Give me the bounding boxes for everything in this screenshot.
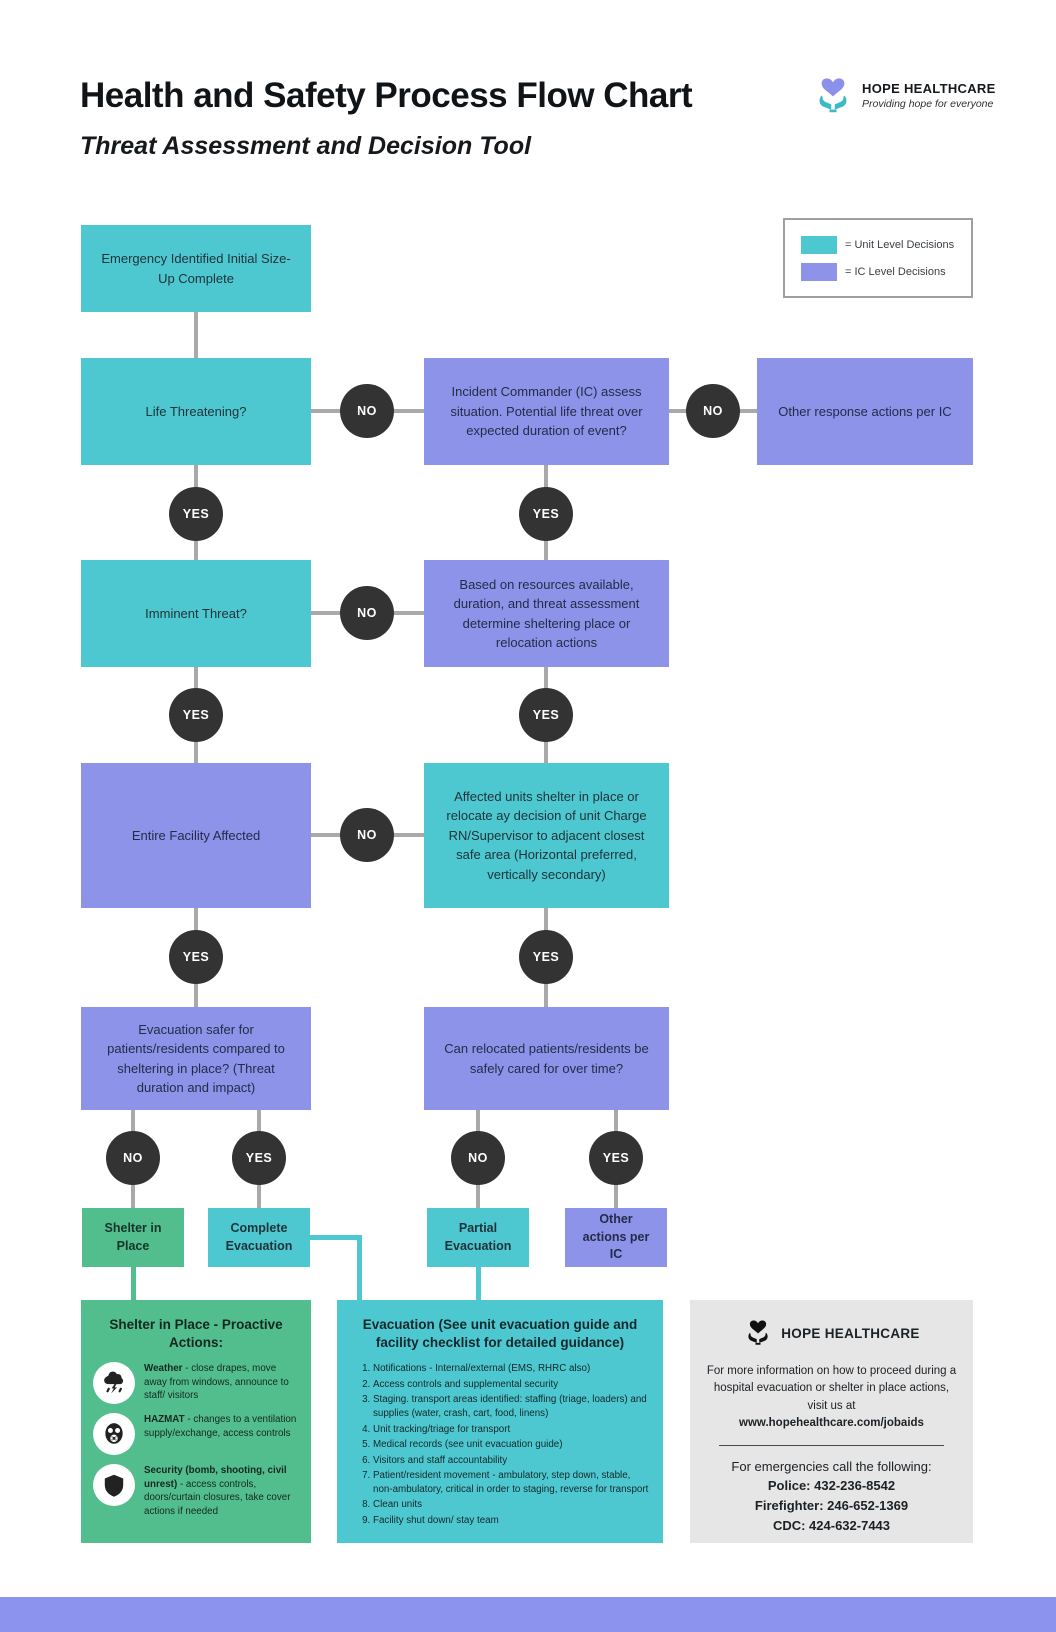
- page-subtitle: Threat Assessment and Decision Tool: [80, 132, 532, 160]
- node-ic-assess: Incident Commander (IC) assess situation…: [424, 358, 669, 465]
- brand-tagline: Providing hope for everyone: [862, 98, 994, 110]
- item-lead: HAZMAT: [144, 1414, 185, 1426]
- node-entire-facility: Entire Facility Affected: [81, 763, 311, 908]
- connector: [357, 1235, 362, 1300]
- info-panel: HOPE HEALTHCARE For more information on …: [690, 1300, 973, 1543]
- info-body-text: For more information on how to proceed d…: [706, 1365, 957, 1412]
- node-other-actions: Other actions per IC: [565, 1208, 667, 1267]
- evacuation-panel: Evacuation (See unit evacuation guide an…: [337, 1300, 663, 1543]
- footer-bar: [0, 1597, 1056, 1632]
- node-complete-evacuation: Complete Evacuation: [208, 1208, 310, 1267]
- yes-badge: YES: [169, 487, 223, 541]
- shelter-in-place-panel: Shelter in Place - Proactive Actions: We…: [81, 1300, 311, 1543]
- list-item: Visitors and staff accountability: [373, 1454, 649, 1468]
- yes-badge: YES: [519, 688, 573, 742]
- legend-item-unit-level: = Unit Level Decisions: [801, 235, 971, 254]
- node-affected-units: Affected units shelter in place or reloc…: [424, 763, 669, 908]
- brand-logo: HOPE HEALTHCARE Providing hope for every…: [812, 72, 996, 119]
- list-item: Security (bomb, shooting, civil unrest) …: [93, 1464, 299, 1518]
- info-link: www.hopehealthcare.com/jobaids: [739, 1416, 924, 1429]
- connector: [310, 1235, 362, 1240]
- yes-badge: YES: [169, 688, 223, 742]
- list-item: Clean units: [373, 1498, 649, 1512]
- contact-firefighter: Firefighter: 246-652-1369: [754, 1498, 909, 1514]
- node-other-response: Other response actions per IC: [757, 358, 973, 465]
- list-item: Patient/resident movement - ambulatory, …: [373, 1469, 649, 1496]
- heart-hands-icon: [812, 72, 854, 119]
- storm-cloud-icon: [93, 1362, 135, 1405]
- list-item: Access controls and supplemental securit…: [373, 1378, 649, 1392]
- item-text: - access controls, doors/curtain closure…: [144, 1478, 291, 1517]
- evacuation-steps-list: Notifications - Internal/external (EMS, …: [351, 1362, 649, 1527]
- item-lead: Security (bomb, shooting, civil unrest): [144, 1465, 287, 1490]
- list-item: Staging. transport areas identified: sta…: [373, 1393, 649, 1420]
- no-badge: NO: [340, 808, 394, 862]
- contact-cdc: CDC: 424-632-7443: [772, 1518, 891, 1534]
- list-item: Weather - close drapes, move away from w…: [93, 1362, 299, 1405]
- node-life-threatening: Life Threatening?: [81, 358, 311, 465]
- legend: = Unit Level Decisions = IC Level Decisi…: [783, 218, 973, 298]
- legend-label: = Unit Level Decisions: [845, 238, 955, 251]
- page-title: Health and Safety Process Flow Chart: [80, 76, 693, 115]
- contact-police: Police: 432-236-8542: [767, 1478, 896, 1493]
- node-based-on-resources: Based on resources available, duration, …: [424, 560, 669, 667]
- no-badge: NO: [451, 1131, 505, 1185]
- legend-label: = IC Level Decisions: [845, 265, 946, 278]
- evacuation-panel-title: Evacuation (See unit evacuation guide an…: [362, 1317, 638, 1351]
- item-lead: Weather: [144, 1363, 183, 1375]
- node-can-relocated: Can relocated patients/residents be safe…: [424, 1007, 669, 1110]
- connector: [131, 1267, 136, 1300]
- node-shelter-in-place: Shelter in Place: [82, 1208, 184, 1267]
- no-badge: NO: [340, 384, 394, 438]
- yes-badge: YES: [519, 930, 573, 984]
- list-item: Facility shut down/ stay team: [373, 1514, 649, 1528]
- heart-hands-icon: [743, 1316, 773, 1351]
- info-brand-name: HOPE HEALTHCARE: [781, 1326, 920, 1341]
- connector: [194, 312, 198, 358]
- divider: [719, 1445, 944, 1446]
- list-item: HAZMAT - changes to a ventilation supply…: [93, 1413, 299, 1456]
- node-partial-evacuation: Partial Evacuation: [427, 1208, 529, 1267]
- no-badge: NO: [106, 1131, 160, 1185]
- list-item: Notifications - Internal/external (EMS, …: [373, 1362, 649, 1376]
- yes-badge: YES: [589, 1131, 643, 1185]
- item-text: - changes to a ventilation supply/exchan…: [144, 1414, 297, 1439]
- node-imminent-threat: Imminent Threat?: [81, 560, 311, 667]
- info-panel-brand: HOPE HEALTHCARE: [704, 1316, 959, 1351]
- no-badge: NO: [686, 384, 740, 438]
- yes-badge: YES: [519, 487, 573, 541]
- node-evacuation-safer: Evacuation safer for patients/residents …: [81, 1007, 311, 1110]
- gas-mask-icon: [93, 1413, 135, 1456]
- shield-icon: [93, 1464, 135, 1507]
- node-start: Emergency Identified Initial Size-Up Com…: [81, 225, 311, 312]
- brand-name: HOPE HEALTHCARE: [862, 81, 996, 96]
- unit-level-swatch: [801, 235, 837, 254]
- yes-badge: YES: [169, 930, 223, 984]
- yes-badge: YES: [232, 1131, 286, 1185]
- emergency-heading: For emergencies call the following:: [731, 1459, 932, 1474]
- shelter-panel-title: Shelter in Place - Proactive Actions:: [109, 1317, 283, 1351]
- ic-level-swatch: [801, 262, 837, 281]
- item-text: - close drapes, move away from windows, …: [144, 1363, 289, 1402]
- connector: [476, 1267, 481, 1300]
- legend-item-ic-level: = IC Level Decisions: [801, 262, 971, 281]
- list-item: Medical records (see unit evacuation gui…: [373, 1438, 649, 1452]
- list-item: Unit tracking/triage for transport: [373, 1423, 649, 1437]
- no-badge: NO: [340, 586, 394, 640]
